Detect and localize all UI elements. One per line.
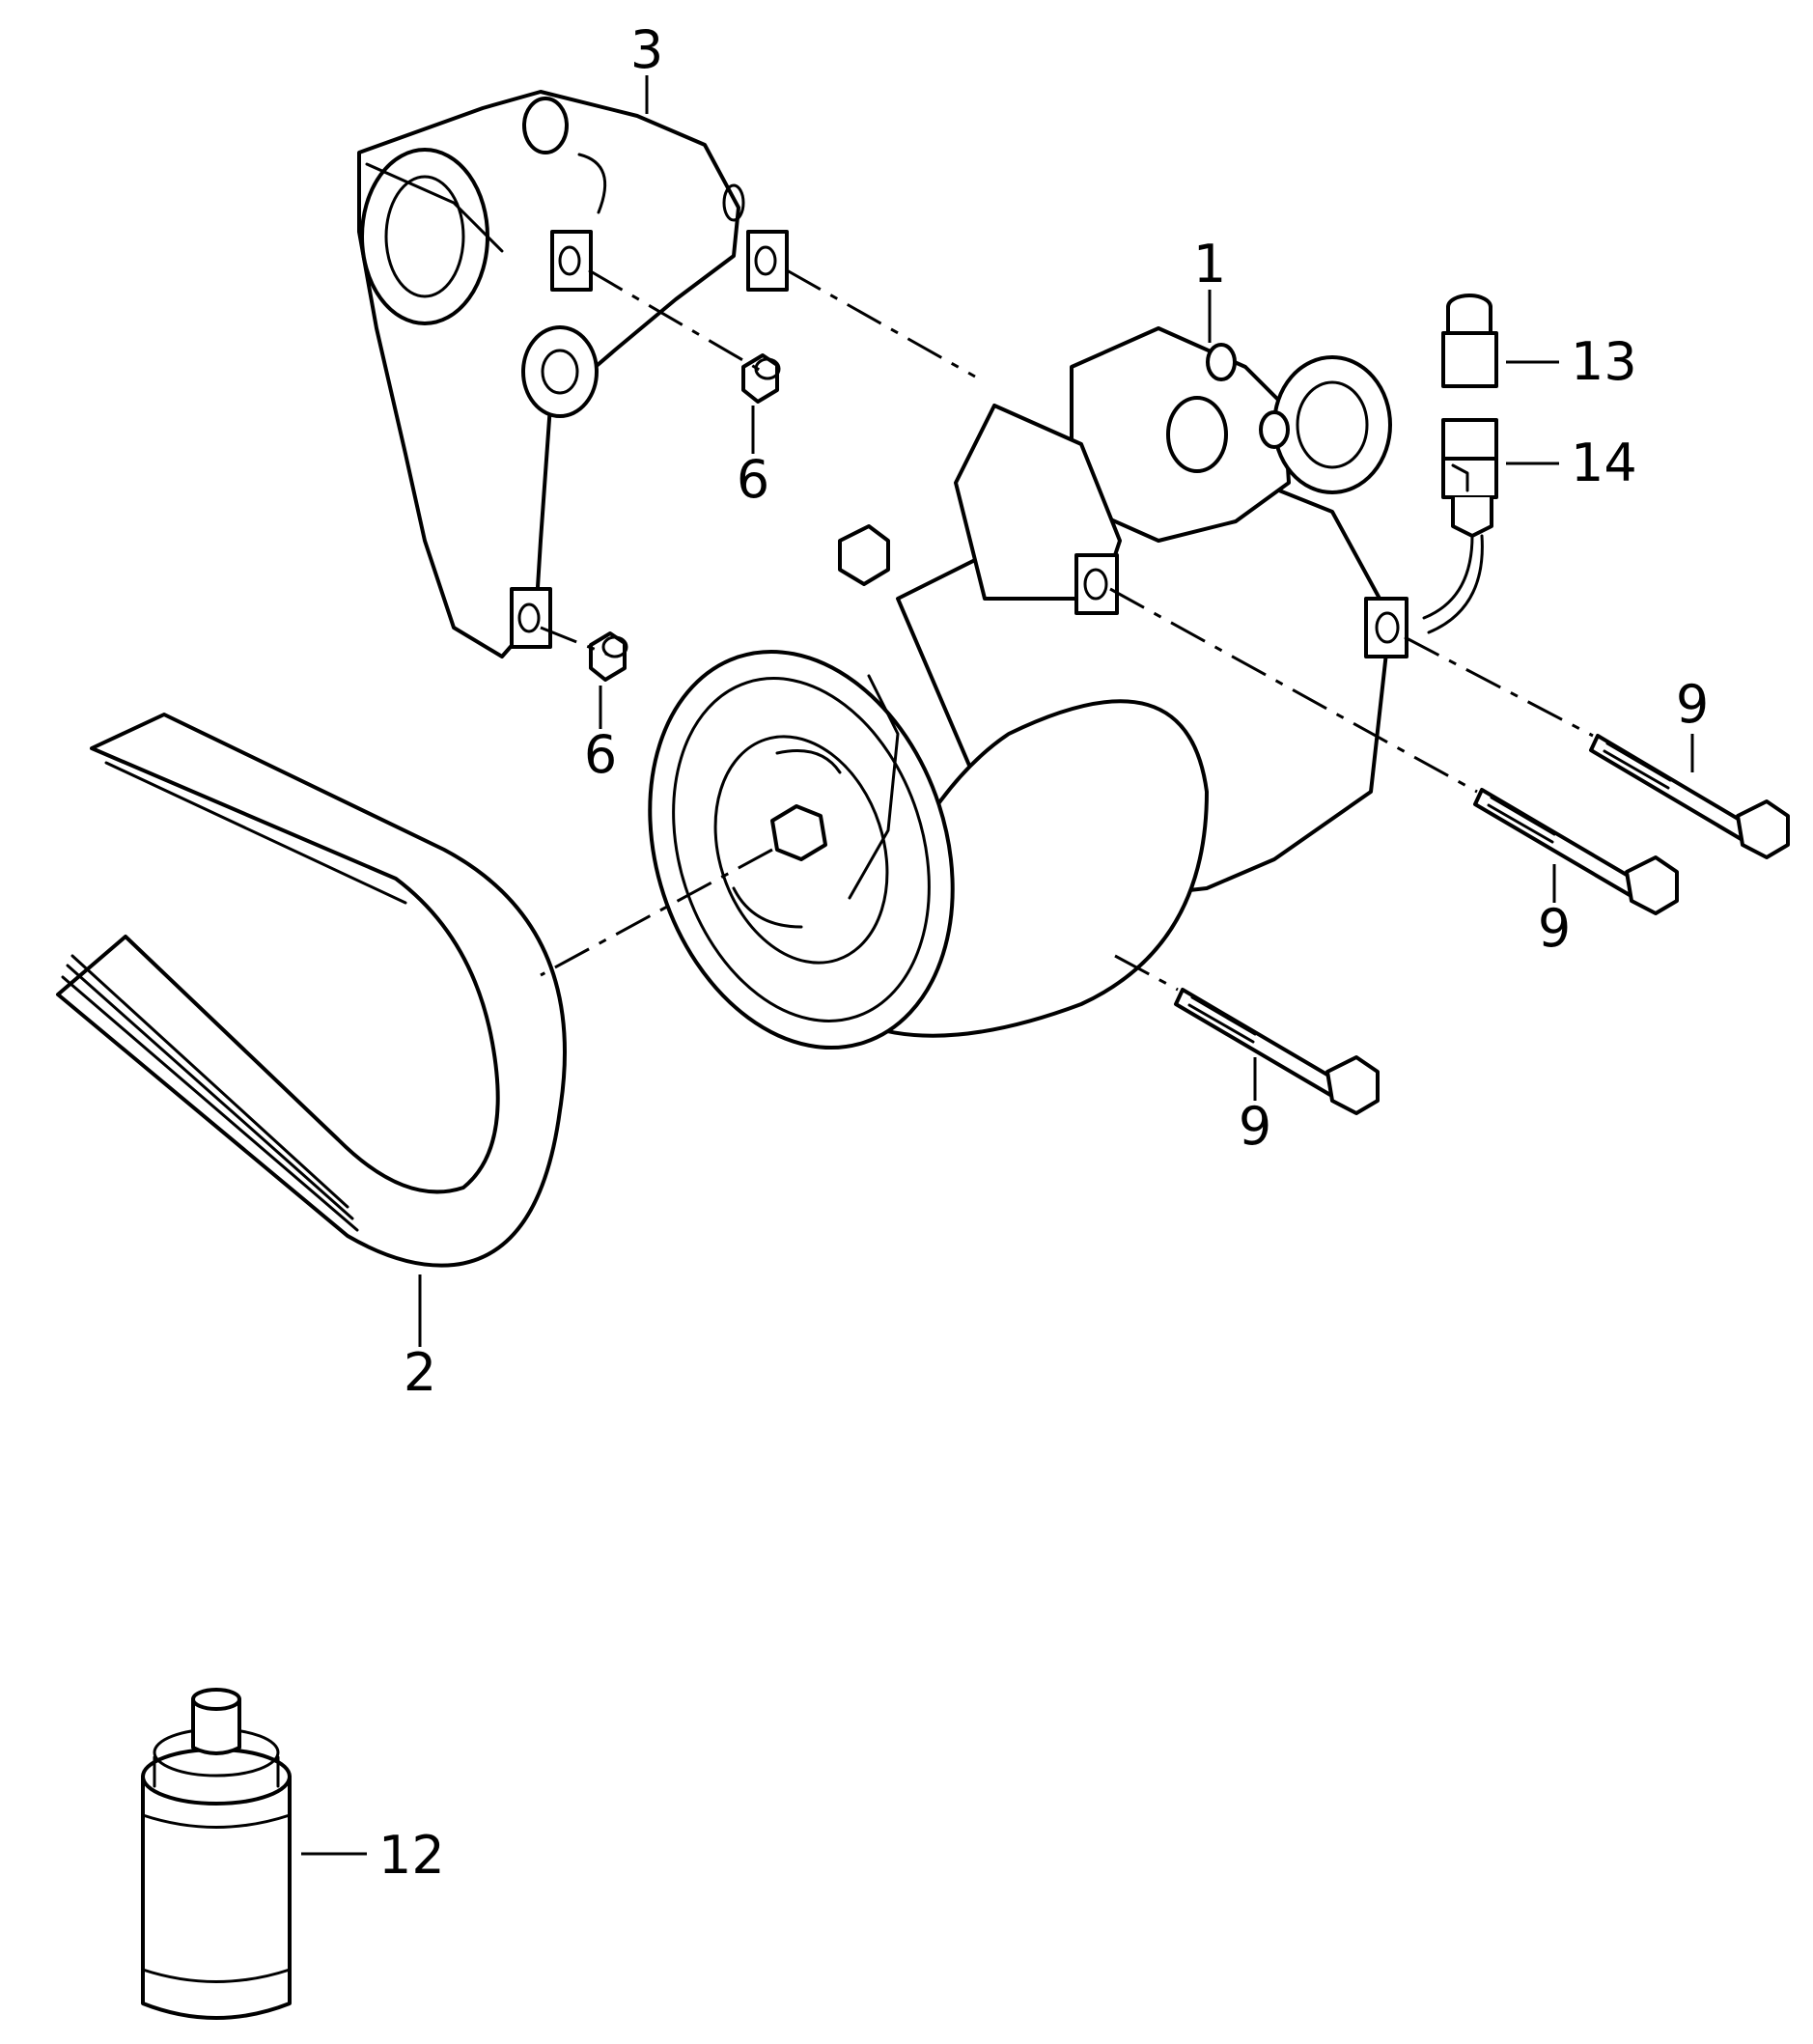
callout-6-lower: 6 (584, 724, 617, 785)
callout-1: 1 (1193, 234, 1226, 294)
callout-2: 2 (404, 1342, 436, 1403)
callout-6-upper: 6 (737, 449, 769, 510)
callout-9-upper-right: 9 (1676, 674, 1709, 735)
callout-13: 13 (1571, 331, 1637, 392)
ac-compressor (648, 326, 1409, 1050)
leader-lines (301, 75, 1694, 1856)
alignment-lines (540, 268, 1594, 992)
connector-plug (1441, 294, 1498, 388)
bolt-upper-right (1589, 734, 1790, 859)
callout-labels: 1 2 3 6 6 9 9 9 12 13 14 (378, 19, 1709, 1886)
callout-9-middle: 9 (1538, 898, 1571, 959)
drive-belt (56, 713, 567, 1268)
callout-9-lower: 9 (1239, 1096, 1271, 1157)
bushing-upper (741, 353, 781, 404)
mounting-bracket (357, 90, 789, 658)
bolt-middle (1473, 788, 1679, 915)
bolt-lower (1174, 988, 1380, 1115)
connector-socket (1422, 418, 1498, 634)
oil-container (141, 1688, 292, 2020)
callout-14: 14 (1571, 433, 1637, 493)
callout-3: 3 (630, 19, 663, 80)
bushing-lower (589, 631, 628, 682)
callout-12: 12 (378, 1825, 445, 1886)
